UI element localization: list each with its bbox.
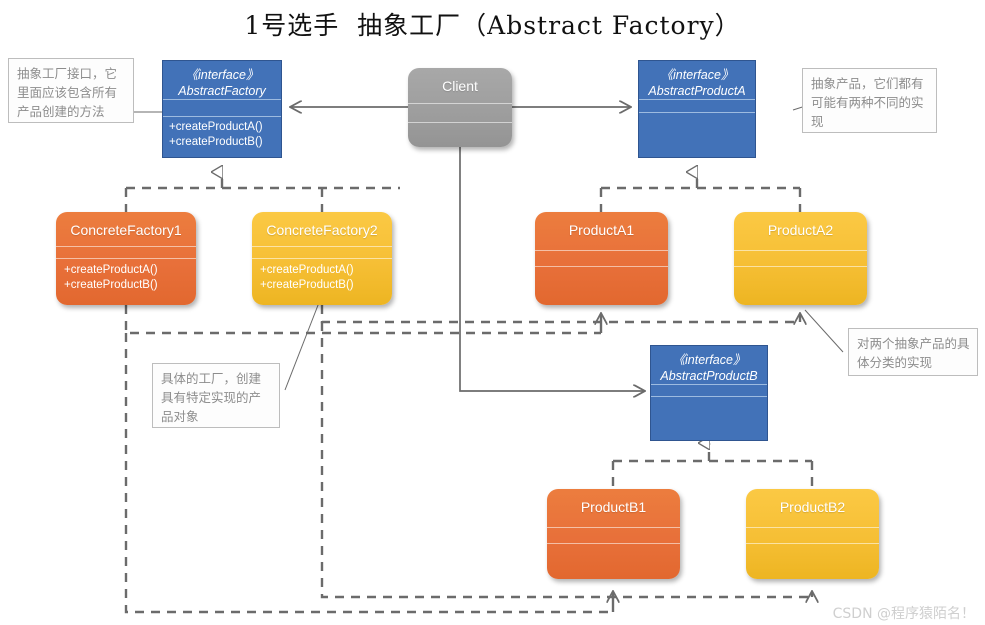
abstract-product-a-operations — [639, 113, 755, 147]
operation-row: +createProductA() — [169, 121, 263, 133]
abstract-product-b-name: AbstractProductB — [660, 369, 758, 383]
product-a2-name: ProductA2 — [767, 222, 834, 238]
compartment-divider — [547, 543, 680, 544]
abstract-product-a-attributes — [639, 100, 755, 112]
compartment-divider — [734, 250, 867, 251]
concrete-factory-2-name: ConcreteFactory2 — [266, 222, 378, 238]
compartment-divider — [163, 99, 281, 100]
compartment-divider — [163, 116, 281, 117]
node-abstract-product-b[interactable]: 《interface》 AbstractProductB — [650, 345, 768, 441]
edge-client-to-abstractproductb — [459, 147, 644, 391]
edge-cf2-creates-producta2-run — [320, 305, 800, 324]
node-product-a2[interactable]: ProductA2 — [734, 212, 867, 305]
product-b1-name: ProductB1 — [580, 499, 647, 515]
product-a1-name: ProductA1 — [568, 222, 635, 238]
compartment-divider — [56, 246, 196, 247]
node-concrete-factory-1[interactable]: ConcreteFactory1 +createProductA() +crea… — [56, 212, 196, 305]
watermark: CSDN @程序猿陌名！ — [832, 606, 975, 622]
operation-row: +createProductA() — [64, 264, 158, 276]
product-b2-name: ProductB2 — [779, 499, 846, 515]
abstract-product-b-stereotype: 《interface》 — [672, 353, 746, 367]
note-abstract-factory: 抽象工厂接口，它里面应该包含所有产品创建的方法 — [8, 58, 134, 123]
compartment-divider — [639, 99, 755, 100]
operation-row: +createProductB() — [260, 279, 354, 291]
client-attributes — [408, 104, 512, 122]
concrete-factory-1-operations: +createProductA() +createProductB() — [56, 259, 196, 293]
product-b1-attributes — [547, 528, 680, 543]
abstract-product-b-header: 《interface》 AbstractProductB — [651, 346, 767, 384]
compartment-divider — [56, 258, 196, 259]
node-abstract-product-a[interactable]: 《interface》 AbstractProductA — [638, 60, 756, 158]
concrete-factory-1-attributes — [56, 247, 196, 258]
concrete-factory-1-name: ConcreteFactory1 — [70, 222, 182, 238]
abstract-product-a-stereotype: 《interface》 — [660, 68, 734, 82]
edge-cf1-creates-productb1-run — [124, 333, 613, 614]
abstract-factory-header: 《interface》 AbstractFactory — [163, 61, 281, 99]
compartment-divider — [535, 250, 668, 251]
note-abstract-product: 抽象产品，它们都有可能有两种不同的实现 — [802, 68, 937, 133]
compartment-divider — [547, 527, 680, 528]
leader-concretefactory-note — [284, 299, 321, 391]
client-name: Client — [442, 78, 478, 94]
node-abstract-factory[interactable]: 《interface》 AbstractFactory +createProdu… — [162, 60, 282, 158]
concrete-factory-2-attributes — [252, 247, 392, 258]
abstract-factory-attributes — [163, 100, 281, 116]
compartment-divider — [252, 258, 392, 259]
node-product-a1[interactable]: ProductA1 — [535, 212, 668, 305]
page-title: 1号选手 抽象工厂（Abstract Factory） — [244, 11, 741, 40]
product-b2-attributes — [746, 528, 879, 543]
compartment-divider — [651, 396, 767, 397]
compartment-divider — [535, 266, 668, 267]
abstract-factory-operations: +createProductA() +createProductB() — [163, 117, 281, 150]
operation-row: +createProductB() — [169, 136, 263, 148]
abstract-product-a-header: 《interface》 AbstractProductA — [639, 61, 755, 99]
product-a1-attributes — [535, 251, 668, 266]
compartment-divider — [639, 112, 755, 113]
edge-cf1-creates-producta1-run — [124, 305, 601, 335]
note-concrete-factory: 具体的工厂，创建具有特定实现的产品对象 — [152, 363, 280, 428]
edge-cf2-creates-productb2-run — [320, 322, 812, 599]
abstract-product-b-operations — [651, 397, 767, 429]
node-product-b1[interactable]: ProductB1 — [547, 489, 680, 579]
operation-row: +createProductB() — [64, 279, 158, 291]
node-product-b2[interactable]: ProductB2 — [746, 489, 879, 579]
node-client[interactable]: Client — [408, 68, 512, 147]
product-a2-attributes — [734, 251, 867, 266]
compartment-divider — [746, 527, 879, 528]
compartment-divider — [734, 266, 867, 267]
compartment-divider — [408, 122, 512, 123]
compartment-divider — [651, 384, 767, 385]
node-concrete-factory-2[interactable]: ConcreteFactory2 +createProductA() +crea… — [252, 212, 392, 305]
leader-concreteproduct-note — [804, 309, 844, 353]
compartment-divider — [746, 543, 879, 544]
abstract-product-b-attributes — [651, 385, 767, 396]
concrete-factory-2-operations: +createProductA() +createProductB() — [252, 259, 392, 293]
abstract-product-a-name: AbstractProductA — [648, 84, 746, 98]
operation-row: +createProductA() — [260, 264, 354, 276]
compartment-divider — [408, 103, 512, 104]
abstract-factory-name: AbstractFactory — [178, 84, 266, 98]
note-concrete-product: 对两个抽象产品的具体分类的实现 — [848, 328, 978, 376]
compartment-divider — [252, 246, 392, 247]
abstract-factory-stereotype: 《interface》 — [185, 68, 259, 82]
